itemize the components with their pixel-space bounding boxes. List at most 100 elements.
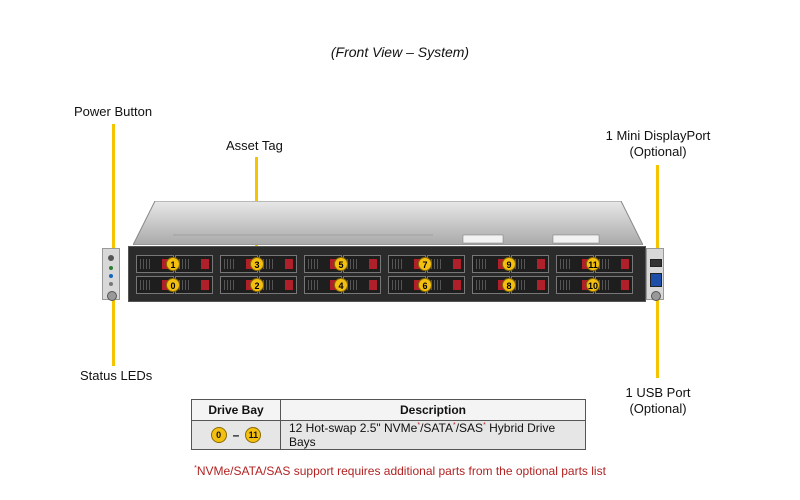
description-cell: 12 Hot-swap 2.5" NVMe*/SATA*/SAS* Hybrid… (280, 420, 586, 450)
drive-bay-number-badge: 11 (586, 257, 600, 271)
bay-release-latch-icon[interactable] (285, 280, 293, 290)
left-rack-ear (102, 248, 120, 301)
bay-vent-icon (392, 280, 402, 290)
description-text: /SATA (420, 421, 453, 435)
bay-vent-icon (392, 259, 402, 269)
footnote-marker: * (452, 422, 456, 429)
status-led-icon (109, 266, 113, 270)
thumbscrew-icon (107, 291, 117, 301)
server-chassis-top (133, 201, 643, 245)
mini-displayport-callout-line (656, 165, 659, 259)
drive-bay-slot[interactable] (427, 255, 465, 273)
bay-vent-icon (263, 280, 273, 290)
bay-vent-icon (224, 280, 234, 290)
bay-vent-icon (599, 259, 609, 269)
drive-bay-slot[interactable] (595, 255, 633, 273)
bay-range-start-badge: 0 (210, 427, 227, 443)
footnote-marker: * (194, 465, 197, 472)
drive-bay-range-cell: 0–11 (191, 420, 281, 450)
bay-vent-icon (179, 280, 189, 290)
bay-release-latch-icon[interactable] (453, 259, 461, 269)
bay-vent-icon (179, 259, 189, 269)
header-description: Description (280, 399, 586, 421)
mini-displayport-label: 1 Mini DisplayPort (Optional) (600, 128, 716, 160)
drive-bay-slot[interactable] (343, 255, 381, 273)
bay-release-latch-icon[interactable] (201, 259, 209, 269)
footnote: *NVMe/SATA/SAS support requires addition… (0, 464, 800, 478)
drive-bay-number-badge: 2 (250, 278, 264, 292)
asset-tag-label: Asset Tag (226, 138, 283, 153)
drive-bay-slot[interactable] (175, 255, 213, 273)
drive-bay-table: Drive Bay Description 0–11 12 Hot-swap 2… (191, 399, 586, 450)
drive-bay-number-badge: 4 (334, 278, 348, 292)
power-button-label: Power Button (74, 104, 153, 119)
drive-bay-slot[interactable] (511, 276, 549, 294)
drive-bay-number-badge: 8 (502, 278, 516, 292)
drive-bay-slot[interactable] (175, 276, 213, 294)
status-leds-label: Status LEDs (80, 368, 153, 383)
drive-bay-number-badge: 6 (418, 278, 432, 292)
bay-vent-icon (308, 280, 318, 290)
page-title: (Front View – System) (330, 44, 470, 60)
drive-bay-number-badge: 5 (334, 257, 348, 271)
drive-bay-slot[interactable] (343, 276, 381, 294)
usb-port-label-line1: 1 USB Port (625, 385, 691, 400)
bay-vent-icon (476, 280, 486, 290)
bay-range-separator: – (232, 428, 240, 442)
drive-bay-number-badge: 1 (166, 257, 180, 271)
bay-range-end-badge: 11 (245, 427, 262, 443)
bay-vent-icon (560, 280, 570, 290)
bay-release-latch-icon[interactable] (201, 280, 209, 290)
bay-vent-icon (263, 259, 273, 269)
bay-vent-icon (308, 259, 318, 269)
usb-port-icon[interactable] (650, 273, 662, 287)
right-rack-ear (646, 248, 664, 301)
status-led-icon (109, 274, 113, 278)
description-text: /SAS (455, 421, 484, 435)
bay-vent-icon (515, 280, 525, 290)
status-leds-callout-line (112, 292, 115, 366)
status-led-icon (109, 282, 113, 286)
bay-release-latch-icon[interactable] (537, 280, 545, 290)
drive-bay-number-badge: 3 (250, 257, 264, 271)
description-text: Hybrid Drive Bays (289, 421, 556, 449)
drive-bay-slot[interactable] (511, 255, 549, 273)
bay-release-latch-icon[interactable] (369, 259, 377, 269)
bay-release-latch-icon[interactable] (621, 280, 629, 290)
drive-bay-number-badge: 10 (586, 278, 600, 292)
mini-displayport-label-line2: (Optional) (629, 144, 687, 159)
bay-release-latch-icon[interactable] (285, 259, 293, 269)
drive-bay-slot[interactable] (595, 276, 633, 294)
bay-vent-icon (224, 259, 234, 269)
footnote-text: NVMe/SATA/SAS support requires additiona… (196, 464, 606, 478)
bay-vent-icon (431, 280, 441, 290)
footnote-marker: * (483, 422, 486, 429)
drive-bay-slot[interactable] (259, 276, 297, 294)
description-text: 12 Hot-swap 2.5" NVMe (289, 421, 418, 435)
bay-vent-icon (515, 259, 525, 269)
bay-vent-icon (599, 280, 609, 290)
bay-release-latch-icon[interactable] (537, 259, 545, 269)
bay-vent-icon (140, 259, 150, 269)
bay-release-latch-icon[interactable] (621, 259, 629, 269)
usb-port-label: 1 USB Port (Optional) (622, 385, 694, 417)
drive-bay-number-badge: 7 (418, 257, 432, 271)
bay-vent-icon (476, 259, 486, 269)
power-button-callout-line (112, 124, 115, 254)
drive-bay-slot[interactable] (427, 276, 465, 294)
drive-bay-slot[interactable] (259, 255, 297, 273)
bay-vent-icon (431, 259, 441, 269)
mini-displayport-label-line1: 1 Mini DisplayPort (605, 128, 711, 143)
drive-bay-number-badge: 9 (502, 257, 516, 271)
bay-release-latch-icon[interactable] (369, 280, 377, 290)
bay-release-latch-icon[interactable] (453, 280, 461, 290)
usb-port-label-line2: (Optional) (629, 401, 687, 416)
bay-vent-icon (140, 280, 150, 290)
mini-displayport-icon[interactable] (650, 259, 662, 267)
bay-vent-icon (347, 259, 357, 269)
power-button-icon[interactable] (108, 255, 114, 261)
bay-vent-icon (560, 259, 570, 269)
header-drive-bay: Drive Bay (191, 399, 281, 421)
thumbscrew-icon (651, 291, 661, 301)
